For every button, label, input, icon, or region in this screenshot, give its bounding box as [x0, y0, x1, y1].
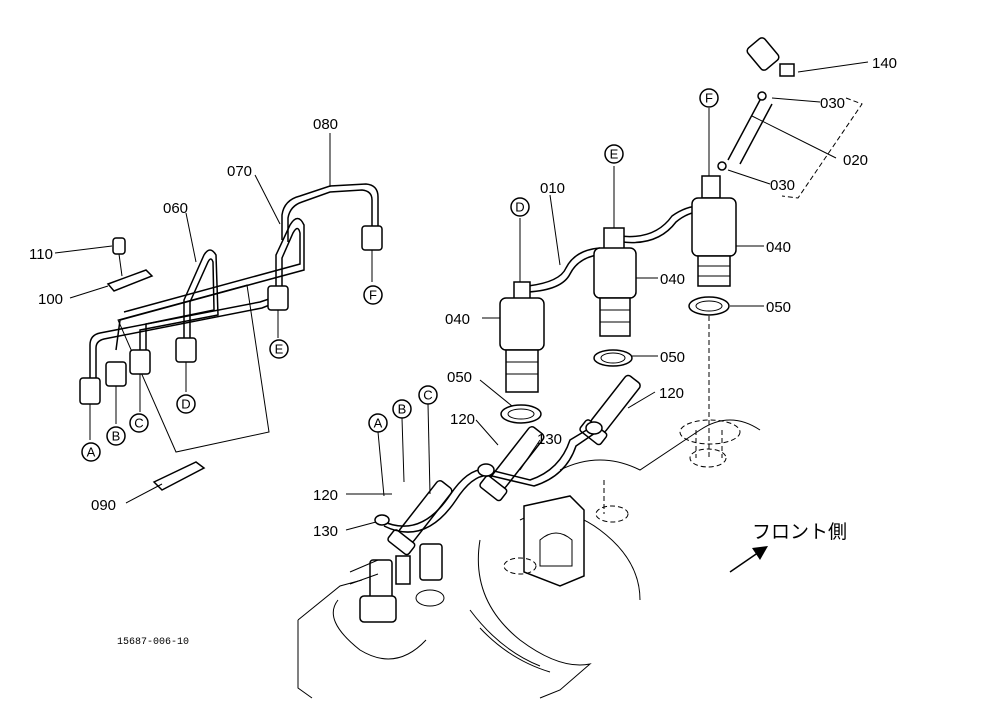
label-050a: 050	[447, 369, 472, 386]
label-070: 070	[227, 163, 252, 180]
label-020: 020	[843, 152, 868, 169]
label-090: 090	[91, 497, 116, 514]
label-060: 060	[163, 200, 188, 217]
injection-pipe-assembly	[79, 183, 383, 491]
label-040c: 040	[766, 239, 791, 256]
marker-f-left: F	[369, 288, 377, 303]
marker-e-right: E	[610, 147, 619, 162]
label-040a: 040	[445, 311, 470, 328]
part-number-labels: 110 100 060 070 080 090 010 020 030 030 …	[29, 55, 897, 540]
label-110: 110	[29, 246, 53, 263]
marker-b-right: B	[398, 402, 407, 417]
marker-c-left: C	[134, 416, 143, 431]
front-direction-arrow	[729, 546, 768, 573]
marker-e-left: E	[275, 342, 284, 357]
leader-lines-right	[345, 61, 869, 531]
label-120a: 120	[313, 487, 338, 504]
leader-lines-left	[54, 133, 331, 504]
label-120b: 120	[450, 411, 475, 428]
label-040b: 040	[660, 271, 685, 288]
label-100: 100	[38, 291, 63, 308]
nozzle-holder-assemblies	[499, 37, 863, 460]
label-130b: 130	[537, 431, 562, 448]
label-130a: 130	[313, 523, 338, 540]
label-030b: 030	[770, 177, 795, 194]
drawing-number: 15687-006-10	[117, 637, 189, 648]
marker-d-left: D	[181, 397, 190, 412]
marker-c-right: C	[423, 388, 432, 403]
label-010: 010	[540, 180, 565, 197]
marker-a-left: A	[87, 445, 96, 460]
engine-head-block	[297, 419, 761, 699]
label-140: 140	[872, 55, 897, 72]
connection-letter-markers: A B C D E F A B C D E F	[81, 88, 719, 462]
label-050b: 050	[660, 349, 685, 366]
label-120c: 120	[659, 385, 684, 402]
label-080: 080	[313, 116, 338, 133]
label-050c: 050	[766, 299, 791, 316]
marker-f-right: F	[705, 91, 713, 106]
front-side-label: フロント側	[752, 521, 847, 543]
marker-a-right: A	[374, 416, 383, 431]
marker-b-left: B	[112, 429, 121, 444]
label-030a: 030	[820, 95, 845, 112]
nozzles-and-seals	[374, 374, 641, 556]
marker-d-right: D	[515, 200, 524, 215]
